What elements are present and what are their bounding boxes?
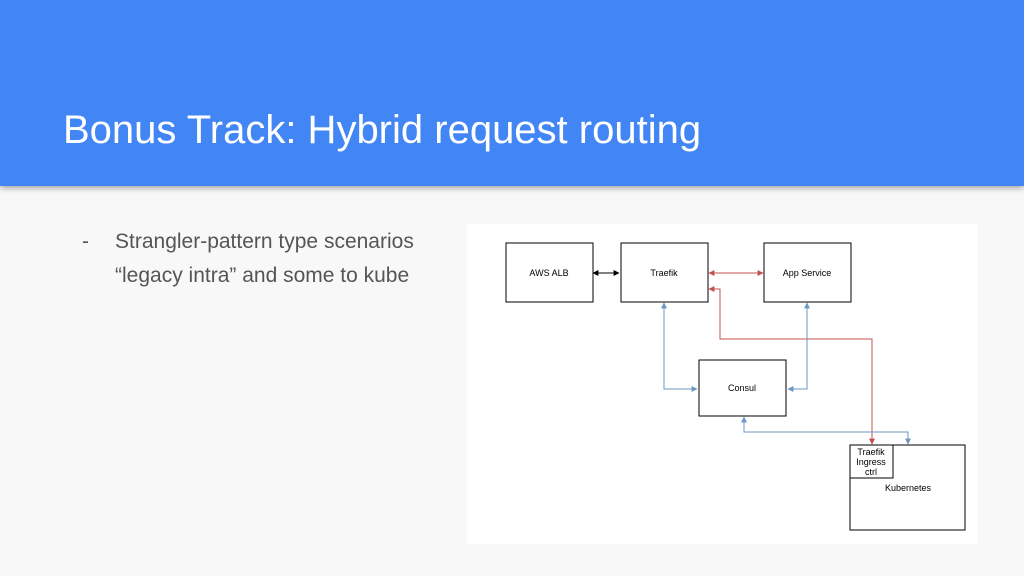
slide-title: Bonus Track: Hybrid request routing <box>63 108 702 152</box>
bullet-marker: - <box>82 230 89 253</box>
node-ingress-label-1: Traefik <box>857 447 885 457</box>
title-banner: Bonus Track: Hybrid request routing <box>0 0 1024 186</box>
node-app-service-label: App Service <box>783 268 832 278</box>
node-traefik: Traefik <box>620 242 709 303</box>
node-consul-label: Consul <box>728 383 756 393</box>
node-aws-alb: AWS ALB <box>505 242 594 303</box>
node-consul: Consul <box>698 359 787 417</box>
link-consul-kubernetes <box>741 416 911 445</box>
architecture-diagram: AWS ALB Traefik App Service Consul Kuber… <box>467 224 978 544</box>
diagram-canvas: AWS ALB Traefik App Service Consul Kuber… <box>505 242 966 531</box>
node-aws-alb-label: AWS ALB <box>529 268 568 278</box>
node-ingress-label-2: Ingress <box>856 457 886 467</box>
link-appservice-consul <box>787 302 810 392</box>
node-app-service: App Service <box>763 242 852 303</box>
link-traefik-ingress <box>708 286 875 445</box>
node-ingress-label-3: ctrl <box>865 467 877 477</box>
bullet-text-line-2: “legacy intra” and some to kube <box>115 264 410 287</box>
node-traefik-label: Traefik <box>650 268 678 278</box>
node-kubernetes-label: Kubernetes <box>885 483 932 493</box>
node-traefik-ingress-ctrl: Traefik Ingress ctrl <box>849 444 894 479</box>
link-traefik-consul <box>661 302 698 392</box>
bullet-text-line-1: Strangler-pattern type scenarios <box>115 230 414 253</box>
